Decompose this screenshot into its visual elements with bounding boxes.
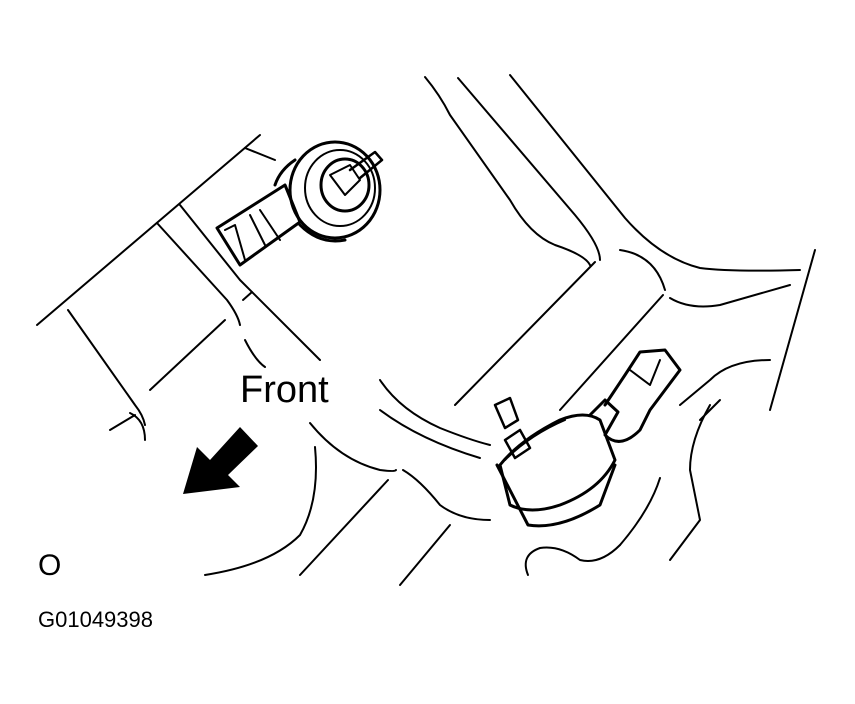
- front-direction-arrow-icon: [183, 427, 258, 494]
- engine-block-outline: [36, 134, 321, 441]
- front-label: Front: [240, 369, 329, 411]
- manifold-curves: [204, 379, 711, 586]
- view-marker-label: O: [38, 549, 62, 582]
- intake-channel-lines: [424, 74, 816, 421]
- upper-sensor-icon: [215, 140, 384, 267]
- figure-id: G01049398: [38, 607, 153, 632]
- lower-sensor-icon: [493, 348, 682, 528]
